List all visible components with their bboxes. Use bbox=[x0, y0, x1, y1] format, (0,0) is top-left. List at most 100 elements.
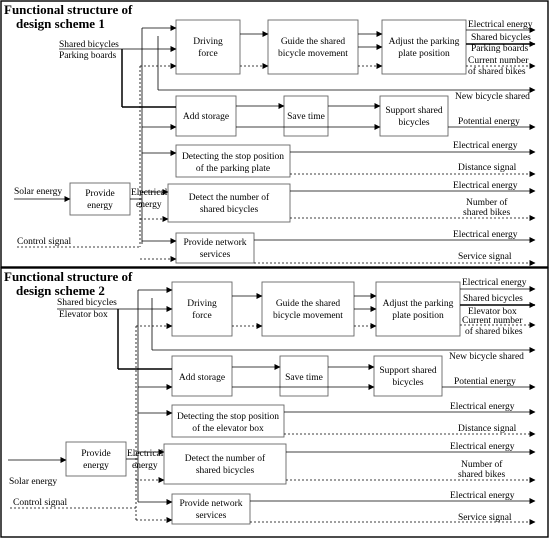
scheme1-out-current-l2: of shared bikes bbox=[468, 66, 526, 77]
scheme1-out-parking-boards: Parking boards bbox=[471, 44, 529, 54]
scheme1-save-time: Save time bbox=[287, 112, 325, 122]
scheme1-electrical-label-l1: Electrical bbox=[131, 188, 168, 198]
scheme2-out-current-l2: of shared bikes bbox=[465, 326, 523, 337]
scheme1-out-electrical-2: Electrical energy bbox=[453, 141, 518, 151]
scheme2-box-save-time bbox=[279, 355, 329, 397]
scheme1-detect-stop-l1: Detecting the stop position bbox=[182, 152, 284, 162]
scheme1-support-l2: bicycles bbox=[398, 118, 429, 128]
scheme2-guide-l2: bicycle movement bbox=[273, 311, 343, 321]
scheme1-detect-number-l1: Detect the number of bbox=[189, 192, 270, 203]
scheme2-network-l2: services bbox=[196, 511, 227, 521]
scheme2-out-electrical-4: Electrical energy bbox=[450, 491, 515, 501]
scheme2-out-new-bicycle: New bicycle shared bbox=[449, 352, 524, 362]
scheme2-box-detect-number bbox=[163, 443, 287, 485]
scheme1-box-adjust bbox=[381, 19, 467, 75]
scheme1-out-number-l2: shared bikes bbox=[463, 208, 511, 218]
scheme2-save-time: Save time bbox=[285, 373, 323, 383]
scheme1-guide-l1: Guide the shared bbox=[281, 37, 346, 47]
scheme1-out-service: Service signal bbox=[458, 252, 512, 262]
scheme2-box-add-storage bbox=[171, 355, 233, 397]
scheme2-support-l2: bicycles bbox=[392, 378, 423, 388]
scheme2-input-shared-bicycles: Shared bicycles bbox=[57, 298, 117, 308]
scheme1-out-electrical-1: Electrical energy bbox=[468, 20, 533, 30]
scheme2-electrical-label-l1: Electrical bbox=[127, 449, 164, 459]
scheme1-box-save-time bbox=[283, 95, 329, 137]
scheme2-input-elevator-box: Elevator box bbox=[59, 310, 108, 320]
scheme1-provide-energy-l2: energy bbox=[87, 201, 113, 211]
scheme2-title-line1: Functional structure of bbox=[4, 269, 133, 284]
scheme2-out-electrical-2: Electrical energy bbox=[450, 402, 515, 412]
scheme1-network-l1: Provide network bbox=[183, 238, 246, 248]
scheme2-title-line2: design scheme 2 bbox=[16, 283, 105, 298]
scheme1-title-line1: Functional structure of bbox=[4, 2, 133, 17]
scheme1-provide-energy-l1: Provide bbox=[85, 189, 115, 199]
scheme1-driving-force-l1: Driving bbox=[193, 37, 223, 47]
scheme2-solar-label: Solar energy bbox=[9, 477, 57, 487]
scheme2-box-provide-energy bbox=[65, 441, 127, 477]
scheme1-out-electrical-3: Electrical energy bbox=[453, 181, 518, 191]
scheme2-support-l1: Support shared bbox=[379, 366, 437, 376]
scheme1-adjust-l2: plate position bbox=[398, 49, 450, 59]
scheme1-out-shared-bicycles: Shared bicycles bbox=[471, 33, 531, 43]
scheme1-out-electrical-4: Electrical energy bbox=[453, 230, 518, 240]
scheme2-adjust-l2: plate position bbox=[392, 311, 444, 321]
scheme1-detect-number-l2: shared bicycles bbox=[200, 205, 259, 215]
scheme2-out-potential: Potential energy bbox=[454, 377, 516, 387]
scheme2-network-l1: Provide network bbox=[179, 499, 242, 509]
scheme2-detect-stop-l1: Detecting the stop position bbox=[177, 412, 279, 422]
scheme1-title-line2: design scheme 1 bbox=[16, 16, 105, 31]
scheme1-electrical-label-l2: energy bbox=[136, 200, 162, 210]
scheme2-detect-stop-l2: of the elevator box bbox=[192, 423, 264, 434]
scheme2-out-number-l2: shared bikes bbox=[458, 470, 506, 480]
scheme1-input-shared-bicycles: Shared bicycles bbox=[59, 40, 119, 50]
scheme1-box-support bbox=[379, 95, 449, 137]
scheme2-panel bbox=[0, 267, 549, 538]
scheme1-out-current-l1: Current number bbox=[468, 56, 529, 66]
scheme1-solar-label: Solar energy bbox=[14, 187, 62, 197]
scheme2-detect-number-l1: Detect the number of bbox=[185, 453, 266, 464]
scheme1-box-add-storage bbox=[175, 95, 237, 137]
scheme2-box-adjust bbox=[375, 281, 461, 337]
scheme1-out-number-l1: Number of bbox=[466, 197, 508, 208]
scheme1-control-label: Control signal bbox=[17, 237, 71, 247]
scheme1-support-l1: Support shared bbox=[385, 106, 443, 116]
scheme2-out-current-l1: Current number bbox=[462, 316, 523, 326]
scheme2-out-electrical-1: Electrical energy bbox=[462, 278, 527, 288]
scheme2-out-number-l1: Number of bbox=[461, 459, 503, 470]
scheme2-box-network bbox=[171, 493, 251, 525]
scheme1-box-network bbox=[175, 232, 255, 264]
scheme2-guide-l1: Guide the shared bbox=[276, 299, 341, 309]
scheme2-out-distance: Distance signal bbox=[458, 424, 517, 434]
scheme1-box-guide bbox=[267, 19, 359, 75]
scheme2-driving-force-l1: Driving bbox=[187, 299, 217, 309]
scheme2-electrical-label-l2: energy bbox=[132, 461, 158, 471]
scheme1-input-parking-boards: Parking boards bbox=[59, 51, 117, 61]
scheme1-out-new-bicycle: New bicycle shared bbox=[455, 92, 530, 102]
scheme1-box-detect-stop bbox=[175, 144, 291, 178]
scheme2-out-service: Service signal bbox=[458, 513, 512, 523]
scheme2-out-elevator-box: Elevator box bbox=[468, 307, 517, 317]
scheme2-box-guide bbox=[261, 281, 355, 337]
scheme2-control-label: Control signal bbox=[13, 498, 67, 508]
scheme2-adjust-l1: Adjust the parking bbox=[383, 299, 454, 309]
scheme1-panel bbox=[0, 0, 549, 268]
scheme1-adjust-l1: Adjust the parking bbox=[389, 37, 460, 47]
scheme2-provide-energy-l2: energy bbox=[83, 461, 109, 471]
scheme2-box-detect-stop bbox=[171, 404, 285, 438]
scheme1-network-l2: services bbox=[200, 250, 231, 260]
scheme2-out-shared-bicycles: Shared bicycles bbox=[463, 294, 523, 304]
scheme1-driving-force-l2: force bbox=[198, 48, 218, 59]
scheme2-box-support bbox=[373, 355, 443, 397]
scheme2-add-storage: Add storage bbox=[179, 373, 225, 383]
scheme2-box-driving-force bbox=[171, 281, 233, 337]
scheme1-box-driving-force bbox=[175, 19, 241, 75]
scheme1-box-detect-number bbox=[167, 183, 291, 223]
scheme1-add-storage: Add storage bbox=[183, 112, 229, 122]
scheme2-driving-force-l2: force bbox=[192, 310, 212, 321]
scheme2-detect-number-l2: shared bicycles bbox=[196, 466, 255, 476]
scheme1-out-potential: Potential energy bbox=[458, 117, 520, 127]
scheme1-detect-stop-l2: of the parking plate bbox=[196, 163, 270, 174]
scheme1-guide-l2: bicycle movement bbox=[278, 49, 348, 59]
